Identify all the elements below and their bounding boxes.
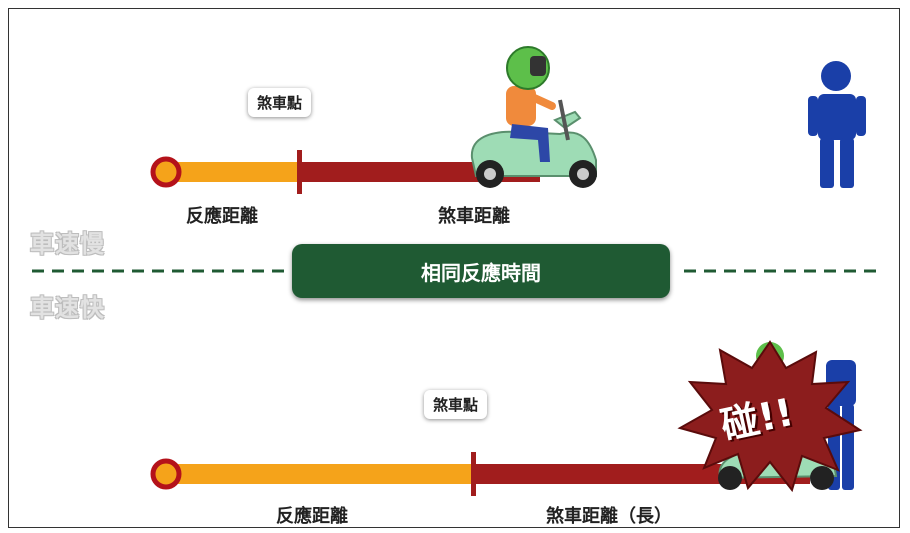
bottom-reaction-bar: [168, 464, 474, 484]
same-reaction-time-label: 相同反應時間: [421, 260, 541, 285]
top-braking-distance-label: 煞車距離: [438, 206, 510, 227]
rider-legs: [510, 124, 550, 162]
pedestrian-top: [808, 61, 866, 188]
top-brake-point-label: 煞車點: [257, 94, 303, 112]
speed-slow-label: 車速慢: [30, 230, 105, 258]
bottom-braking-distance-label: 煞車距離（長）: [546, 506, 672, 527]
top-reaction-bar: [168, 162, 300, 182]
top-brake-marker: [297, 150, 302, 194]
speed-fast-label: 車速快: [30, 294, 105, 322]
top-scooter-rider: [470, 46, 597, 188]
top-start-circle: [150, 156, 182, 188]
same-reaction-time-banner: 相同反應時間: [292, 244, 670, 298]
bottom-brake-marker: [471, 452, 476, 496]
rider-torso: [506, 86, 536, 126]
crash-burst: [677, 340, 863, 493]
bottom-start-circle: [150, 458, 182, 490]
bottom-brake-point-callout: 煞車點: [424, 390, 488, 419]
scooter-body: [470, 130, 597, 177]
top-brake-point-callout: 煞車點: [248, 88, 312, 117]
bottom-brake-point-label: 煞車點: [433, 396, 479, 414]
bottom-reaction-distance-label: 反應距離: [276, 506, 348, 527]
top-reaction-distance-label: 反應距離: [186, 206, 258, 227]
